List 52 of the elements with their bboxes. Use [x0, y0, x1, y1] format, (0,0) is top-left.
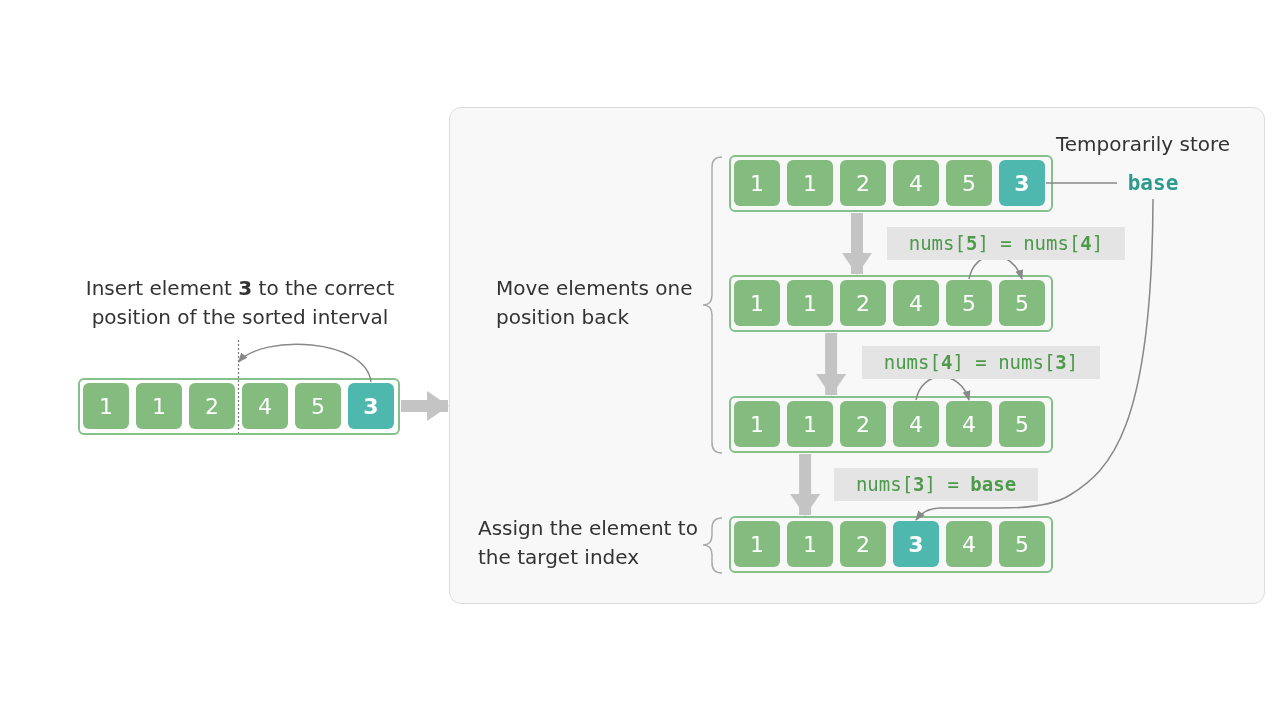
array-cell: 5: [999, 521, 1045, 567]
array-cell: 5: [946, 280, 992, 326]
array-cell: 4: [893, 160, 939, 206]
array-cell: 2: [840, 160, 886, 206]
array-cell: 1: [83, 383, 129, 429]
array-cell: 1: [787, 160, 833, 206]
curved-arrow: [915, 198, 1154, 521]
array-cell: 1: [734, 521, 780, 567]
panel-background: [449, 107, 1265, 604]
array-cell: 2: [840, 401, 886, 447]
array-cell: 1: [734, 401, 780, 447]
array-cell: 2: [189, 383, 235, 429]
array-cell: 3: [999, 160, 1045, 206]
array-frame: [78, 378, 400, 435]
block-arrow: [790, 454, 821, 516]
array-cell: 4: [242, 383, 288, 429]
array-cell: 1: [734, 160, 780, 206]
array-frame: [729, 275, 1053, 332]
array-cell: 1: [787, 521, 833, 567]
array-cell: 3: [348, 383, 394, 429]
caption-text: Temporarily store: [1056, 131, 1232, 158]
array-cell: 1: [136, 383, 182, 429]
caption-text: Insert element 3 to the correct position of the sorted interval: [84, 275, 396, 331]
caption-text: Assign the element to the target index: [478, 515, 698, 571]
block-arrow: [816, 333, 847, 396]
array-cell: 4: [893, 280, 939, 326]
curved-arrow: [915, 376, 970, 401]
array-cell: 4: [946, 521, 992, 567]
array-frame: [729, 396, 1053, 453]
caption-text: Move elements one position back: [496, 275, 694, 331]
code-statement: nums[5] = nums[4]: [887, 227, 1125, 260]
array-cell: 4: [893, 401, 939, 447]
variable-name: base: [1118, 168, 1188, 198]
block-arrow: [842, 213, 872, 275]
array-cell: 5: [999, 280, 1045, 326]
connector-line: [1045, 182, 1118, 184]
block-arrow: [400, 390, 449, 421]
array-cell: 3: [893, 521, 939, 567]
array-cell: 4: [946, 401, 992, 447]
array-cell: 5: [295, 383, 341, 429]
array-cell: 5: [946, 160, 992, 206]
array-cell: 1: [734, 280, 780, 326]
array-cell: 5: [999, 401, 1045, 447]
curved-arrow: [237, 343, 372, 383]
array-cell: 2: [840, 521, 886, 567]
code-statement: nums[4] = nums[3]: [862, 346, 1100, 379]
code-statement: nums[3] = base: [834, 468, 1038, 501]
array-frame: [729, 155, 1053, 212]
array-cell: 1: [787, 401, 833, 447]
array-cell: 2: [840, 280, 886, 326]
array-frame: [729, 516, 1053, 573]
array-cell: 1: [787, 280, 833, 326]
